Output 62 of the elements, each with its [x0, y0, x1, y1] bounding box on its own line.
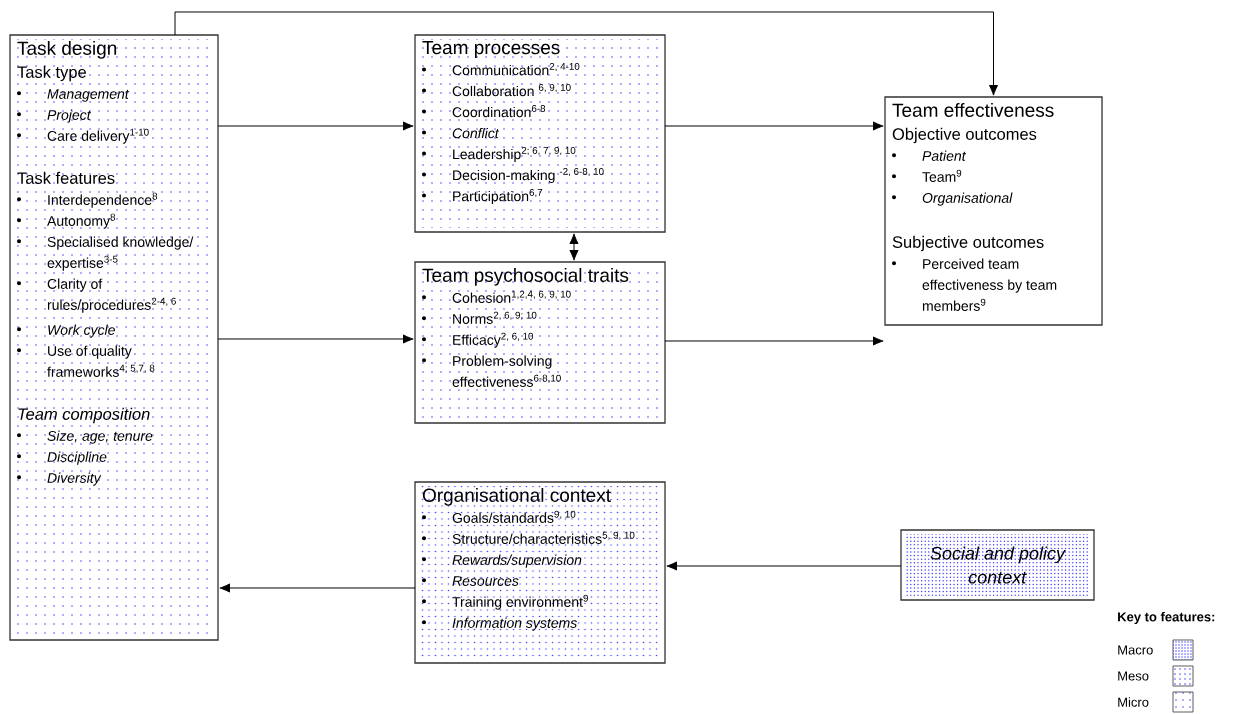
list-item: Norms$^{2, 6, 9; 10}$ [453, 311, 537, 324]
arrow [217, 121, 414, 131]
heading: Organisational context [422, 488, 611, 506]
list-item: Collaboration $^{6, 9, 10}$ [452, 84, 571, 97]
list-item: Discipline [47, 451, 107, 465]
list-item: Patient [922, 150, 967, 161]
box-text: Social and policy context [930, 546, 1066, 584]
list-item: Size, age, tenure [47, 430, 153, 444]
list-item: Interdependence$^{8}$ [48, 192, 158, 208]
subheading: Task type [17, 65, 86, 82]
concept-box [414, 261, 666, 424]
arrow [174, 11, 999, 96]
list-item: Problem-solving effectiveness$^{6-8,10}$ [452, 355, 561, 387]
legend-text: Micro [1118, 697, 1149, 707]
legend-title: Key to features: [1118, 611, 1215, 625]
list-item: Structure/characteristics$^{5, 9, 10}$ [452, 531, 635, 544]
list-item: Team$^{9}$ [922, 169, 962, 182]
list-item: Coordination$^{6-8}$ [452, 105, 546, 118]
legend-text: Meso [1118, 671, 1149, 681]
list-item: Training environment$^{9}$ [452, 594, 588, 610]
list-item: Autonomy$^{8}$ [47, 213, 116, 229]
heading: Team psychosocial traits [422, 268, 629, 286]
arrow [666, 561, 902, 571]
list-item: Resources [452, 576, 519, 586]
list-item: Diversity [47, 472, 102, 486]
list-item: Care delivery$^{1-10}$ [47, 128, 149, 144]
list-item: Cohesion$^{1,2,4, 6, 9, 10}$ [452, 290, 571, 303]
list-item: Information systems [452, 617, 577, 631]
heading: Task design [17, 41, 117, 59]
list-item: Perceived team effectiveness by team members$^{9}$ [922, 258, 1057, 311]
list-item: Organisational [922, 192, 1013, 206]
list-item: Work cycle [48, 324, 115, 338]
heading: Team effectiveness [892, 103, 1054, 117]
list-item: Conflict [452, 127, 500, 139]
arrow [219, 583, 416, 593]
heading: Team processes [422, 41, 560, 58]
subheading: Team composition [18, 407, 150, 424]
list-item: Use of quality frameworks$^{4; 5,7, 8}$ [47, 345, 155, 377]
subheading: Objective outcomes [892, 127, 1037, 144]
list-item: Efficacy$^{2, 6, 10}$ [453, 332, 534, 348]
list-item: Specialised knowledge/ expertise$^{3-5}$ [47, 236, 194, 271]
concept-box [414, 481, 666, 664]
list-item: Project [47, 109, 92, 123]
subheading: Subjective outcomes [892, 235, 1044, 252]
list-item: Goals/standards$^{9, 10}$ [452, 510, 576, 523]
list-item: Clarity of rules/procedures$^{2-4, 6}$ [47, 278, 176, 313]
list-item: Rewards/supervision [452, 554, 582, 568]
concept-box [9, 34, 219, 641]
arrow [217, 334, 414, 344]
list-item: Participation$^{6,7}$ [453, 189, 543, 204]
concept-box [900, 529, 1095, 601]
concept-box [884, 96, 1103, 326]
arrow [569, 233, 579, 261]
list-item: Communication$^{2, 4-10}$ [452, 63, 580, 76]
list-item: Leadership$^{2; 6, 7, 9, 10}$ [453, 147, 576, 162]
subheading: Task features [17, 171, 115, 184]
arrow [664, 336, 884, 346]
concept-box [414, 34, 666, 233]
list-item: Decision-making $^{-2, 6-8, 10}$ [453, 168, 604, 183]
legend-text: Macro [1118, 645, 1153, 655]
arrow [664, 121, 884, 131]
list-item: Management [47, 89, 130, 102]
